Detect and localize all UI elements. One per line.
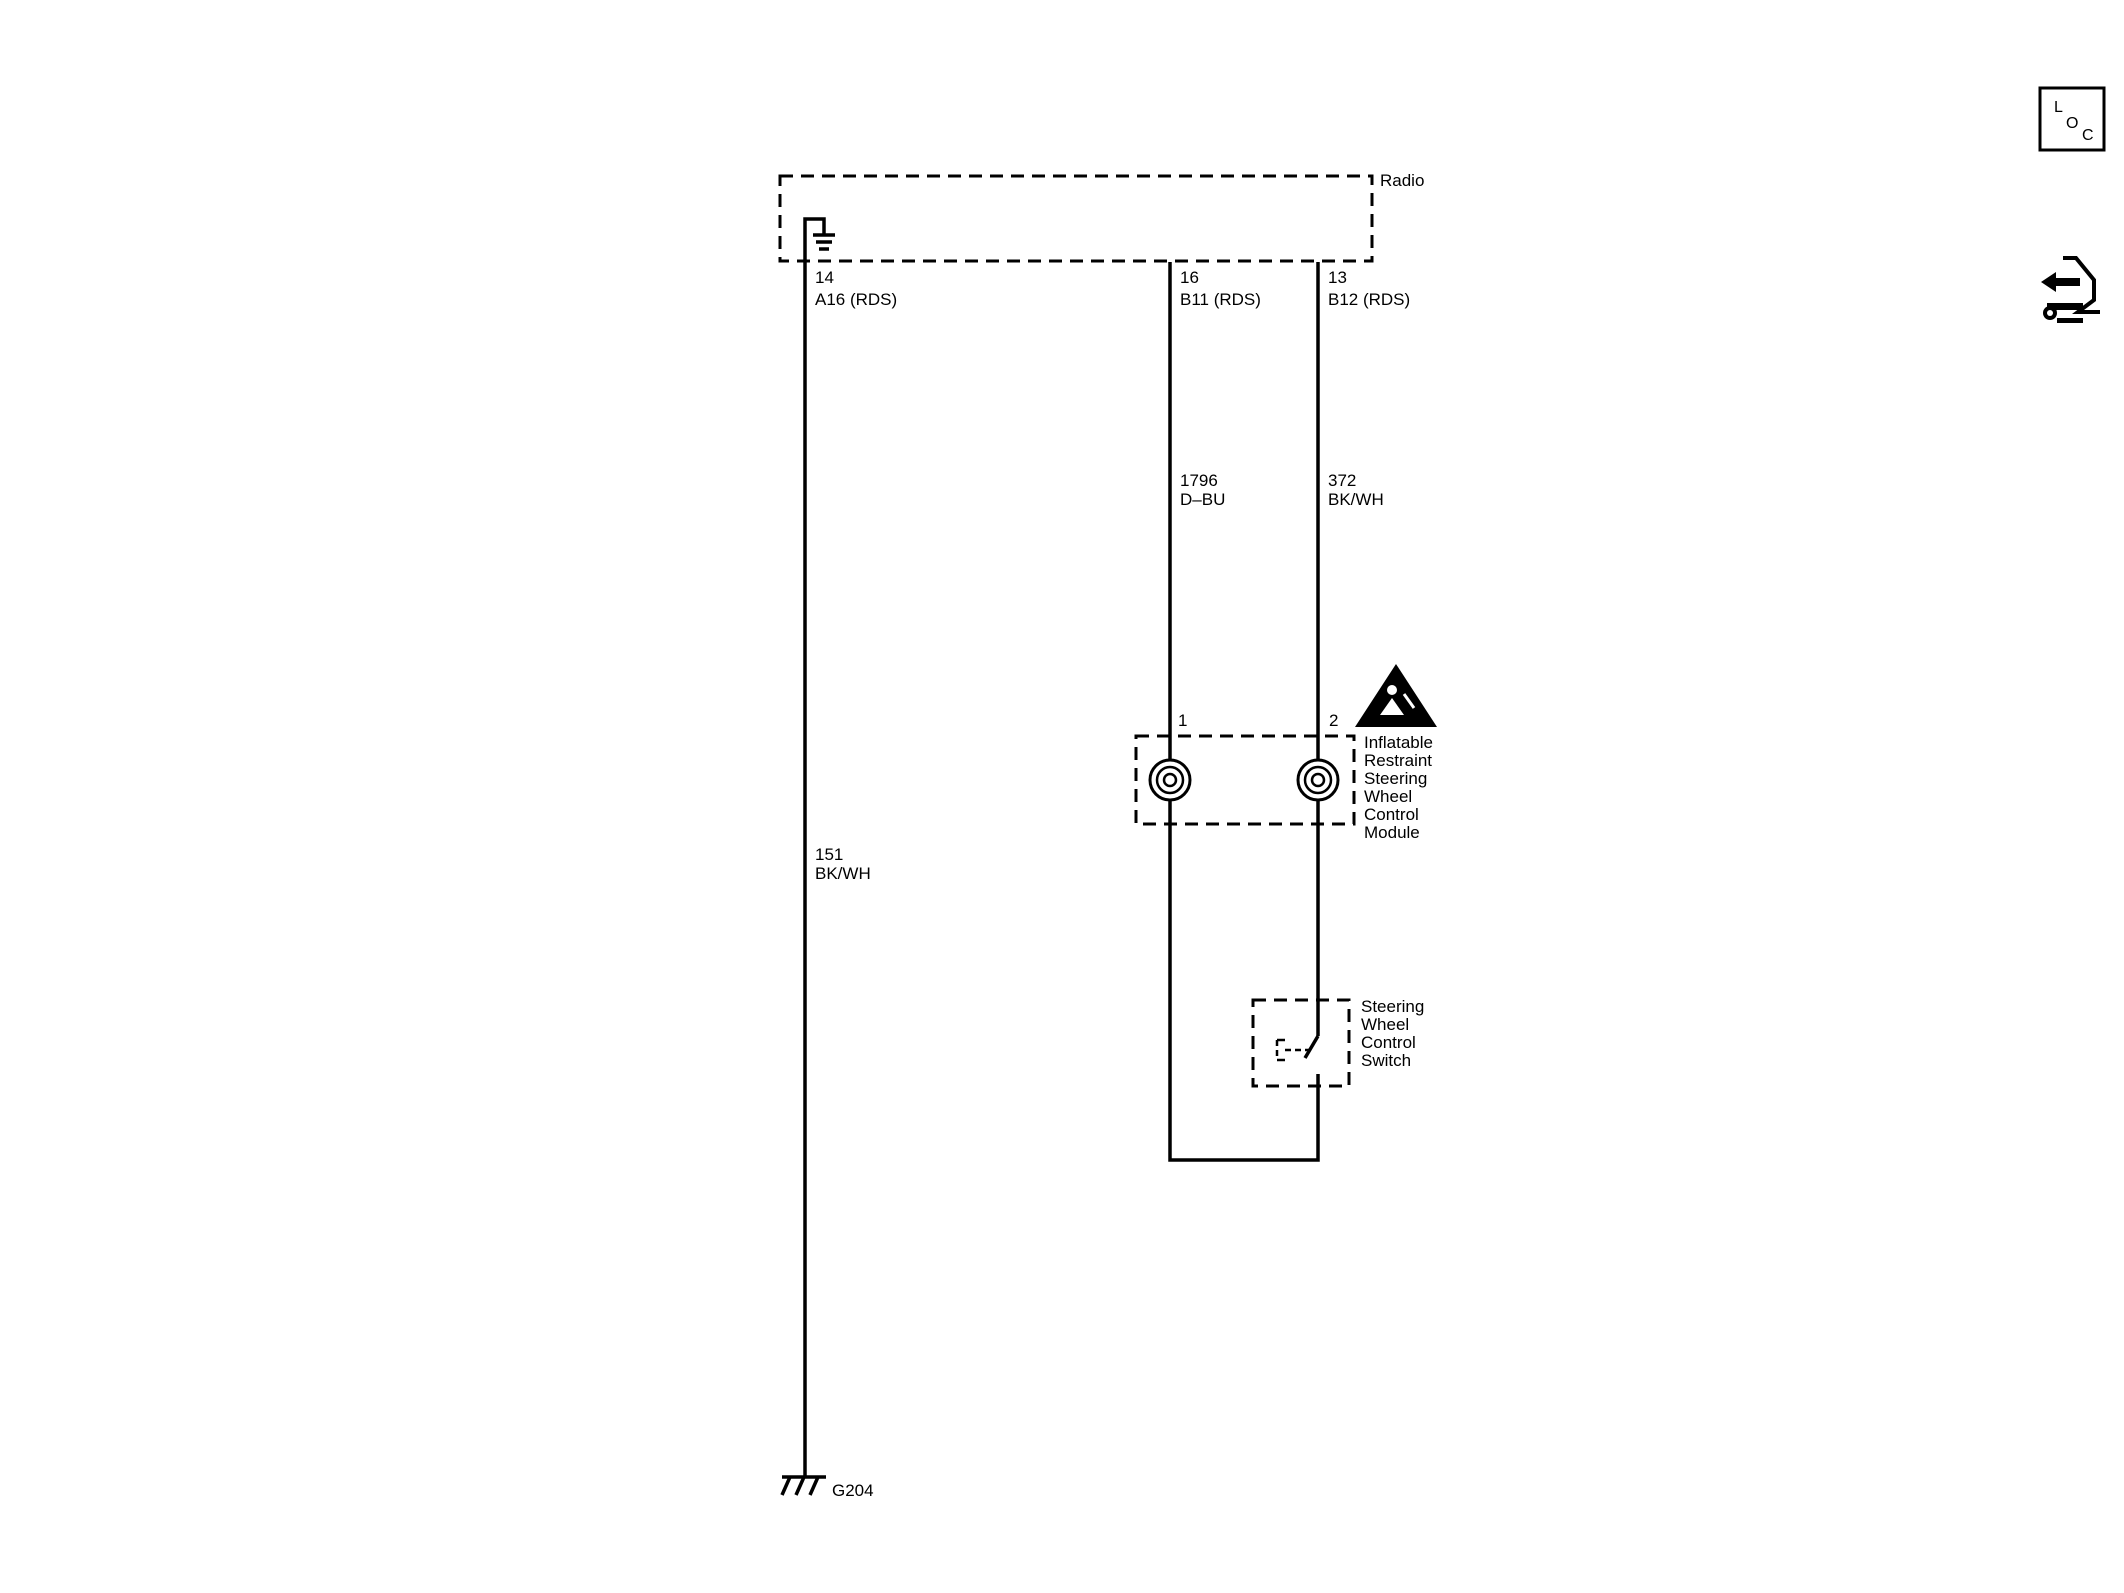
- clockspring-coil-icon: [1148, 758, 1192, 802]
- svg-text:O: O: [2066, 115, 2078, 132]
- circuit-color: BK/WH: [1328, 490, 1384, 509]
- airbag-module-outline: [1134, 734, 1356, 826]
- circuit-color: BK/WH: [815, 864, 871, 883]
- terminal-13: 13 B12 (RDS): [1328, 268, 1410, 309]
- terminal-pin: 14: [815, 268, 834, 287]
- terminal-connector: B12 (RDS): [1328, 290, 1410, 309]
- radio-label: Radio: [1380, 171, 1424, 190]
- radio-outline: [778, 174, 1374, 263]
- terminal-14: 14 A16 (RDS): [815, 268, 897, 309]
- terminal-16: 16 B11 (RDS): [1180, 268, 1261, 309]
- wire-label-372: 372 BK/WH: [1328, 471, 1384, 509]
- wire-label-1796: 1796 D–BU: [1180, 471, 1225, 509]
- terminal-connector: B11 (RDS): [1180, 290, 1261, 309]
- radio-internal-ground-icon: [803, 217, 835, 262]
- circuit-number: 1796: [1180, 471, 1218, 490]
- airbag-module-pin-2: 2: [1329, 711, 1338, 730]
- circuit-number: 151: [815, 845, 843, 864]
- steering-switch-component: Steering Wheel Control Switch: [1251, 997, 1429, 1088]
- clockspring-coil-icon: [1296, 758, 1340, 802]
- ground-label: G204: [832, 1481, 874, 1500]
- wire-1796: [1168, 262, 1320, 1162]
- ground-g204: G204: [780, 1475, 874, 1500]
- steering-switch-outline: [1251, 998, 1351, 1088]
- svg-text:L: L: [2054, 99, 2063, 116]
- circuit-number: 372: [1328, 471, 1356, 490]
- steering-switch-label: Steering Wheel Control Switch: [1361, 997, 1429, 1070]
- service-arrow-wrench-icon[interactable]: [2041, 256, 2100, 323]
- wire-label-151: 151 BK/WH: [815, 845, 871, 883]
- ground-icon: [780, 1475, 826, 1496]
- terminal-connector: A16 (RDS): [815, 290, 897, 309]
- radio-component: Radio: [778, 171, 1424, 263]
- airbag-module-component: 1 2 Inflatable Restraint Steering Wheel …: [1134, 664, 1438, 842]
- airbag-module-label: Inflatable Restraint Steering Wheel Cont…: [1364, 733, 1438, 842]
- terminal-pin: 16: [1180, 268, 1199, 287]
- airbag-warning-icon: [1355, 664, 1437, 727]
- airbag-module-pin-1: 1: [1178, 711, 1187, 730]
- loc-icon[interactable]: L O C: [2038, 86, 2106, 152]
- svg-text:C: C: [2082, 127, 2094, 144]
- terminal-pin: 13: [1328, 268, 1347, 287]
- circuit-color: D–BU: [1180, 490, 1225, 509]
- switch-contact-icon: [1275, 1035, 1320, 1062]
